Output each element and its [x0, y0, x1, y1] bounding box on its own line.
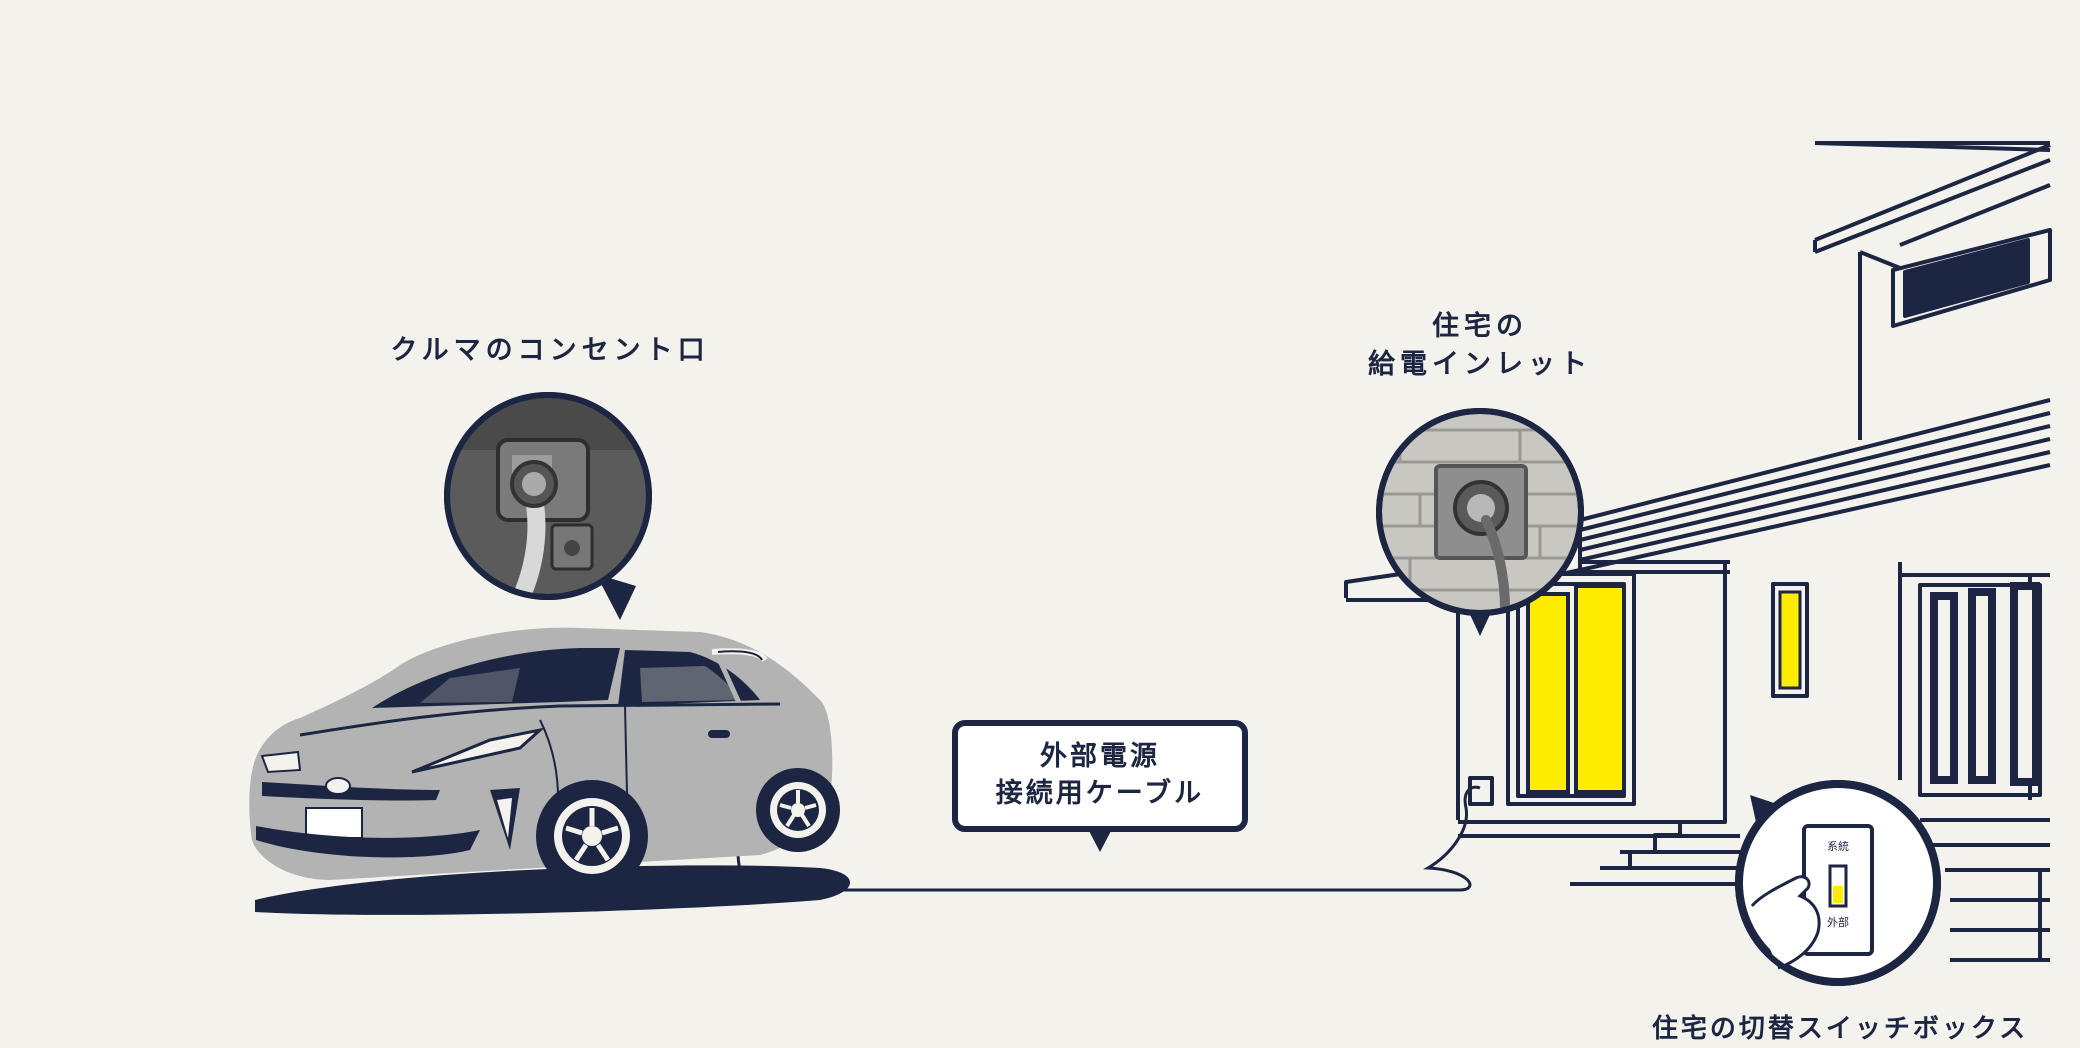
switch-top-text: 系統 — [1827, 839, 1849, 853]
magnifier-house-inlet — [1376, 408, 1584, 636]
car-outlet-label-text: クルマのコンセント口 — [390, 335, 710, 366]
car-illustration — [249, 627, 850, 915]
hand-icon — [1750, 875, 1821, 970]
car-outlet-label: クルマのコンセント口 — [380, 332, 720, 370]
house-inlet-label-line1: 住宅の — [1432, 311, 1528, 342]
switch-box-label-text: 住宅の切替スイッチボックス — [1651, 1014, 2029, 1044]
magnifier-car-outlet — [444, 392, 652, 620]
switch-box-label: 住宅の切替スイッチボックス — [1640, 1010, 2040, 1048]
cable-callout-box — [952, 720, 1248, 852]
switch-bottom-text: 外部 — [1827, 915, 1849, 929]
house-inlet-label-line2: 給電インレット — [1368, 349, 1592, 380]
cable-label: 外部電源 接続用ケーブル — [960, 738, 1240, 812]
house-inlet-label: 住宅の 給電インレット — [1340, 308, 1620, 384]
house-illustration — [1344, 141, 2052, 962]
magnifier-switch-box: 系統 外部 — [1735, 780, 1941, 986]
cable-label-line2: 接続用ケーブル — [995, 778, 1205, 809]
cable-label-line1: 外部電源 — [1040, 741, 1160, 772]
